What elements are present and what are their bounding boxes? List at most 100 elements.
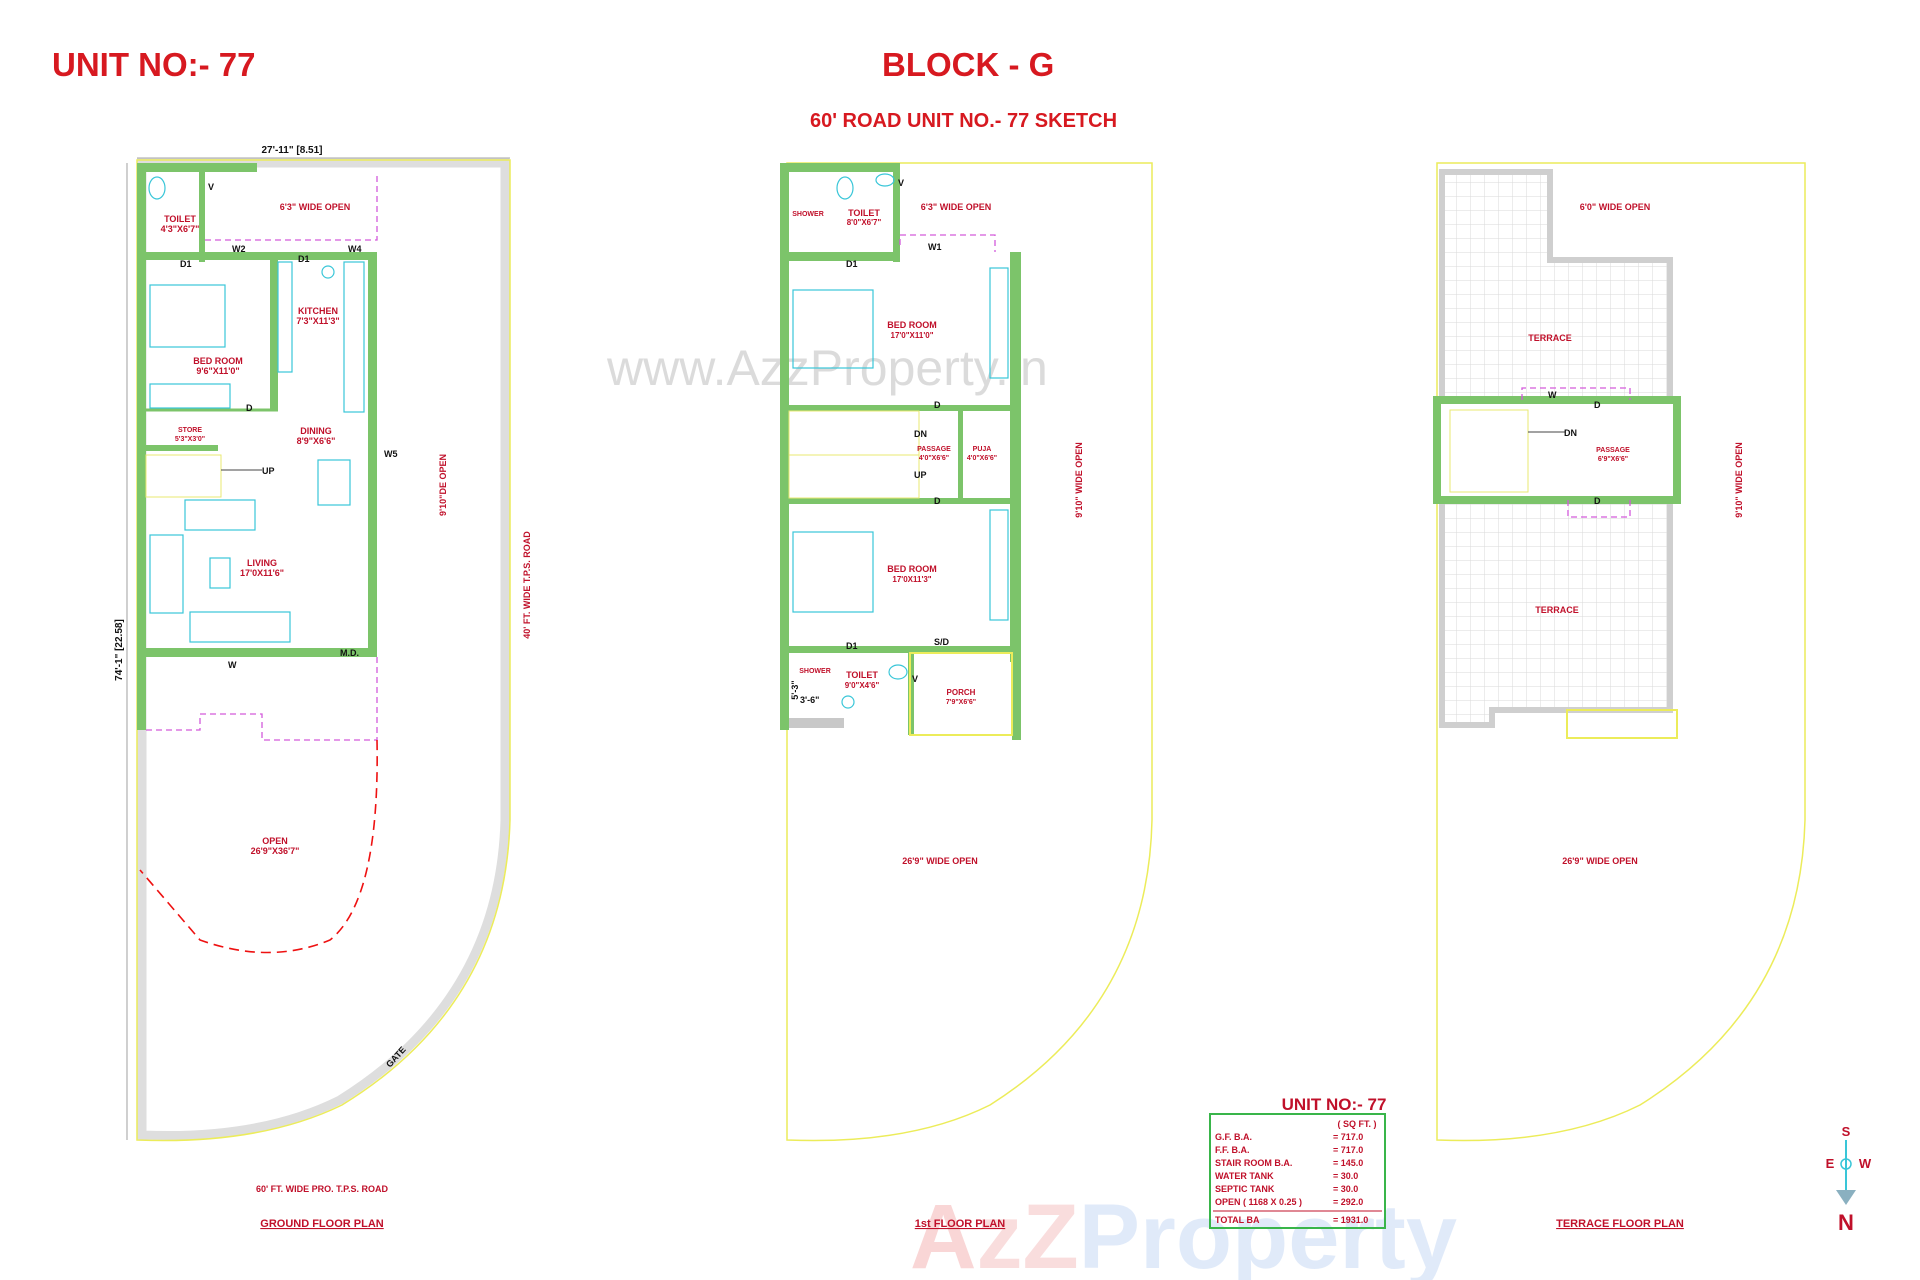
ff-toilet-div-wall	[893, 172, 900, 262]
ff-dim2: 3'-6"	[800, 695, 819, 705]
gf-kitchen-counter-icon	[277, 261, 293, 373]
sketch-title: 60' ROAD UNIT NO.- 77 SKETCH	[810, 110, 1118, 132]
gf-mark-d1b: D1	[298, 254, 310, 264]
ff-mark-up: UP	[914, 470, 927, 480]
compass: S E W N	[1826, 1124, 1872, 1235]
gf-mark-up: UP	[262, 466, 275, 476]
ff-mark-d-b: D	[934, 496, 941, 506]
gf-wardrobe-icon	[149, 383, 231, 409]
ff-puja-label: PUJA	[973, 446, 992, 453]
gf-mark-v: V	[208, 182, 214, 192]
gf-wide-open-label: 6'3" WIDE OPEN	[280, 202, 350, 212]
gf-store-size: 5'3"X3'0"	[175, 436, 205, 443]
ff-mark-v2: V	[912, 674, 918, 684]
gf-width-dim: 27'-11" [8.51]	[261, 145, 322, 156]
tf-front-open-label: 26'9" WIDE OPEN	[1562, 856, 1637, 866]
ff-right-wall-lower	[1012, 650, 1021, 740]
ff-mark-d-a: D	[934, 400, 941, 410]
area-row-value: = 717.0	[1333, 1145, 1363, 1155]
compass-arrow-icon	[1836, 1190, 1856, 1205]
ff-title: 1st FLOOR PLAN	[915, 1218, 1006, 1230]
area-row-label: STAIR ROOM B.A.	[1215, 1158, 1292, 1168]
ff-passage-label: PASSAGE	[917, 446, 951, 453]
gf-mark-w4: W4	[348, 244, 362, 254]
gf-toilet-label: TOILET	[164, 214, 196, 224]
ff-wc-bottom-icon	[888, 664, 908, 680]
watermark-brand-a: A	[910, 1186, 976, 1280]
tf-stair	[1449, 409, 1529, 493]
tf-plot-line	[1436, 162, 1806, 1142]
gf-kitchen-counter2-icon	[343, 261, 365, 413]
ff-toilet-bottom-size: 9'0"X4'6"	[845, 681, 880, 690]
ff-toilet-bottom-label: TOILET	[846, 670, 878, 680]
ff-mark-v1: V	[898, 178, 904, 188]
gf-sofa-icon	[149, 534, 184, 614]
ff-wide-open-label: 6'3" WIDE OPEN	[921, 202, 991, 212]
area-table-rows: G.F. B.A. = 717.0 F.F. B.A. = 717.0 STAI…	[1215, 1132, 1363, 1207]
gf-kitchen-label: KITCHEN	[298, 306, 338, 316]
gf-toilet-size: 4'3"X6'7"	[161, 224, 200, 234]
ff-passage-size: 4'0"X6'6"	[919, 455, 949, 462]
gf-road-side-label: 40' FT. WIDE T.P.S. ROAD	[522, 531, 532, 639]
ff-basin-bottom-icon	[841, 695, 855, 709]
gf-dining-table-icon	[317, 459, 351, 506]
ff-toilet-bottom-wall	[789, 252, 899, 261]
gf-stair	[145, 454, 262, 498]
ff-mark-dn: DN	[914, 429, 927, 439]
gf-store-wall	[146, 445, 218, 451]
watermark-brand-zz: zZ	[976, 1186, 1078, 1280]
ff-lower-wall	[789, 646, 1012, 653]
gf-bed-label: BED ROOM	[193, 356, 243, 366]
ff-left-wall	[780, 163, 789, 730]
compass-s: S	[1842, 1124, 1851, 1139]
area-table-border	[1209, 1113, 1386, 1229]
gf-sofa2-icon	[189, 611, 291, 643]
area-row-value: = 145.0	[1333, 1158, 1363, 1168]
ff-mark-w1: W1	[928, 242, 942, 252]
tf-stair-room	[1433, 396, 1681, 504]
gf-plot-boundary	[137, 158, 510, 1141]
gf-toilet-wall	[199, 172, 205, 262]
area-table-total-value: = 1931.0	[1333, 1215, 1368, 1225]
tf-title: TERRACE FLOOR PLAN	[1556, 1218, 1684, 1230]
compass-e: E	[1826, 1156, 1835, 1171]
gf-open-label: OPEN	[262, 836, 288, 846]
ff-top-wall	[780, 163, 900, 172]
gf-stove-icon	[321, 265, 335, 279]
area-row-label: G.F. B.A.	[1215, 1132, 1252, 1142]
ff-front-open-label: 26'9" WIDE OPEN	[902, 856, 977, 866]
gf-kitchen-top-wall	[146, 252, 368, 260]
gf-wc-icon	[148, 176, 166, 200]
gf-right-wall	[368, 252, 377, 657]
ff-wardrobe2-icon	[989, 509, 1009, 621]
ff-shower-bottom-label: SHOWER	[799, 668, 831, 675]
tf-passage-label: PASSAGE	[1596, 447, 1630, 454]
ff-bed1-label: BED ROOM	[887, 320, 937, 330]
gf-plot-line	[136, 159, 511, 1142]
tf-mark-w: W	[1548, 390, 1557, 400]
ff-porch-label: PORCH	[947, 688, 976, 697]
ff-porch-size: 7'9"X6'6"	[946, 699, 976, 706]
tf-passage-size: 6'9"X6'6"	[1598, 456, 1628, 463]
ff-passage-top-wall	[789, 405, 1012, 411]
first-floor-plan: SHOWER TOILET 8'0"X6'7" 6'3" WIDE OPEN B…	[780, 162, 1153, 1230]
gf-bed-right-wall	[270, 260, 278, 410]
gf-living-label: LIVING	[247, 558, 277, 568]
ff-bed1-icon	[792, 289, 874, 369]
tf-mark-dn: DN	[1564, 428, 1577, 438]
ff-shower-top-label: SHOWER	[792, 211, 824, 218]
tf-terrace-bottom-label: TERRACE	[1535, 605, 1579, 615]
gf-open-arc	[139, 739, 378, 954]
gf-road-front-label: 60' FT. WIDE PRO. T.P.S. ROAD	[256, 1184, 388, 1194]
area-row-value: = 717.0	[1333, 1132, 1363, 1142]
gf-side-open-label: 9'10"DE OPEN	[438, 454, 448, 516]
compass-n: N	[1838, 1210, 1854, 1235]
gf-dining-label: DINING	[300, 426, 332, 436]
gf-mark-w: W	[228, 660, 237, 670]
gf-kitchen-size: 7'3"X11'3"	[296, 316, 339, 326]
gf-store-label: STORE	[178, 427, 202, 434]
gf-bottom-wall	[146, 648, 377, 657]
gf-top-wall	[137, 163, 257, 172]
area-row-value: = 30.0	[1333, 1184, 1358, 1194]
gf-bed-size: 9'6"X11'0"	[196, 366, 239, 376]
